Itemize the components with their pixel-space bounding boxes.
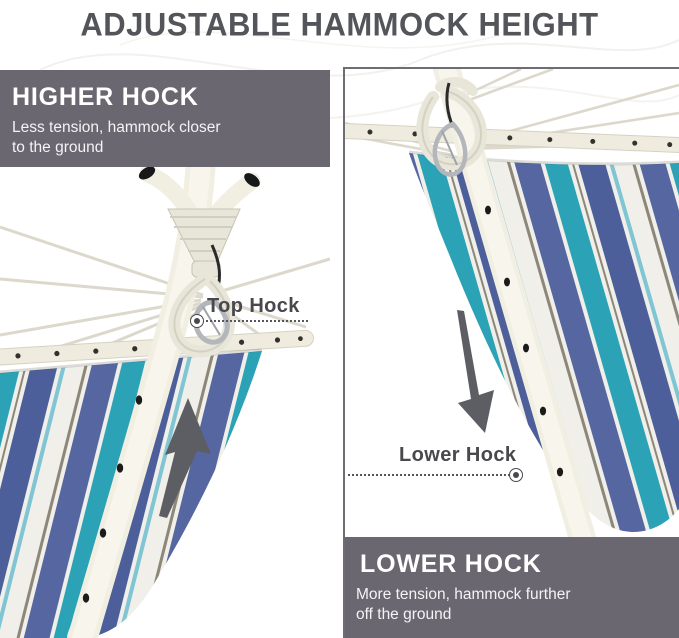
pole-adjustment-holes (485, 205, 564, 477)
left-photo (0, 167, 330, 638)
lower-hock-point-marker (509, 468, 523, 482)
stand-pole (432, 69, 599, 561)
lower-hock-box: LOWER HOCK More tension, hammock further… (345, 537, 679, 638)
hammock-fabric (408, 150, 679, 532)
right-photo (345, 69, 679, 561)
lower-hock-label: Lower Hock (399, 444, 517, 466)
higher-hock-heading: HIGHER HOCK (12, 83, 199, 111)
higher-hock-box: HIGHER HOCK Less tension, hammock closer… (0, 70, 330, 167)
page-title: ADJUSTABLE HAMMOCK HEIGHT (80, 6, 599, 44)
lower-hock-leader-line (348, 474, 510, 476)
panel-lower-hock: LOWER HOCK More tension, hammock further… (343, 67, 679, 638)
rope-wrap (167, 208, 241, 358)
carabiner (432, 121, 468, 177)
lower-hock-description: More tension, hammock further off the gr… (356, 586, 571, 624)
top-hock-leader-line (198, 320, 308, 322)
higher-hock-description: Less tension, hammock closer to the grou… (12, 119, 221, 157)
down-arrow-icon (457, 310, 494, 433)
pole-adjustment-holes (82, 395, 143, 603)
top-hock-point-marker (190, 314, 204, 328)
up-arrow-icon (159, 398, 211, 518)
lower-hock-heading: LOWER HOCK (360, 550, 542, 578)
panel-higher-hock (0, 167, 330, 638)
top-hock-label: Top Hock (207, 295, 300, 317)
